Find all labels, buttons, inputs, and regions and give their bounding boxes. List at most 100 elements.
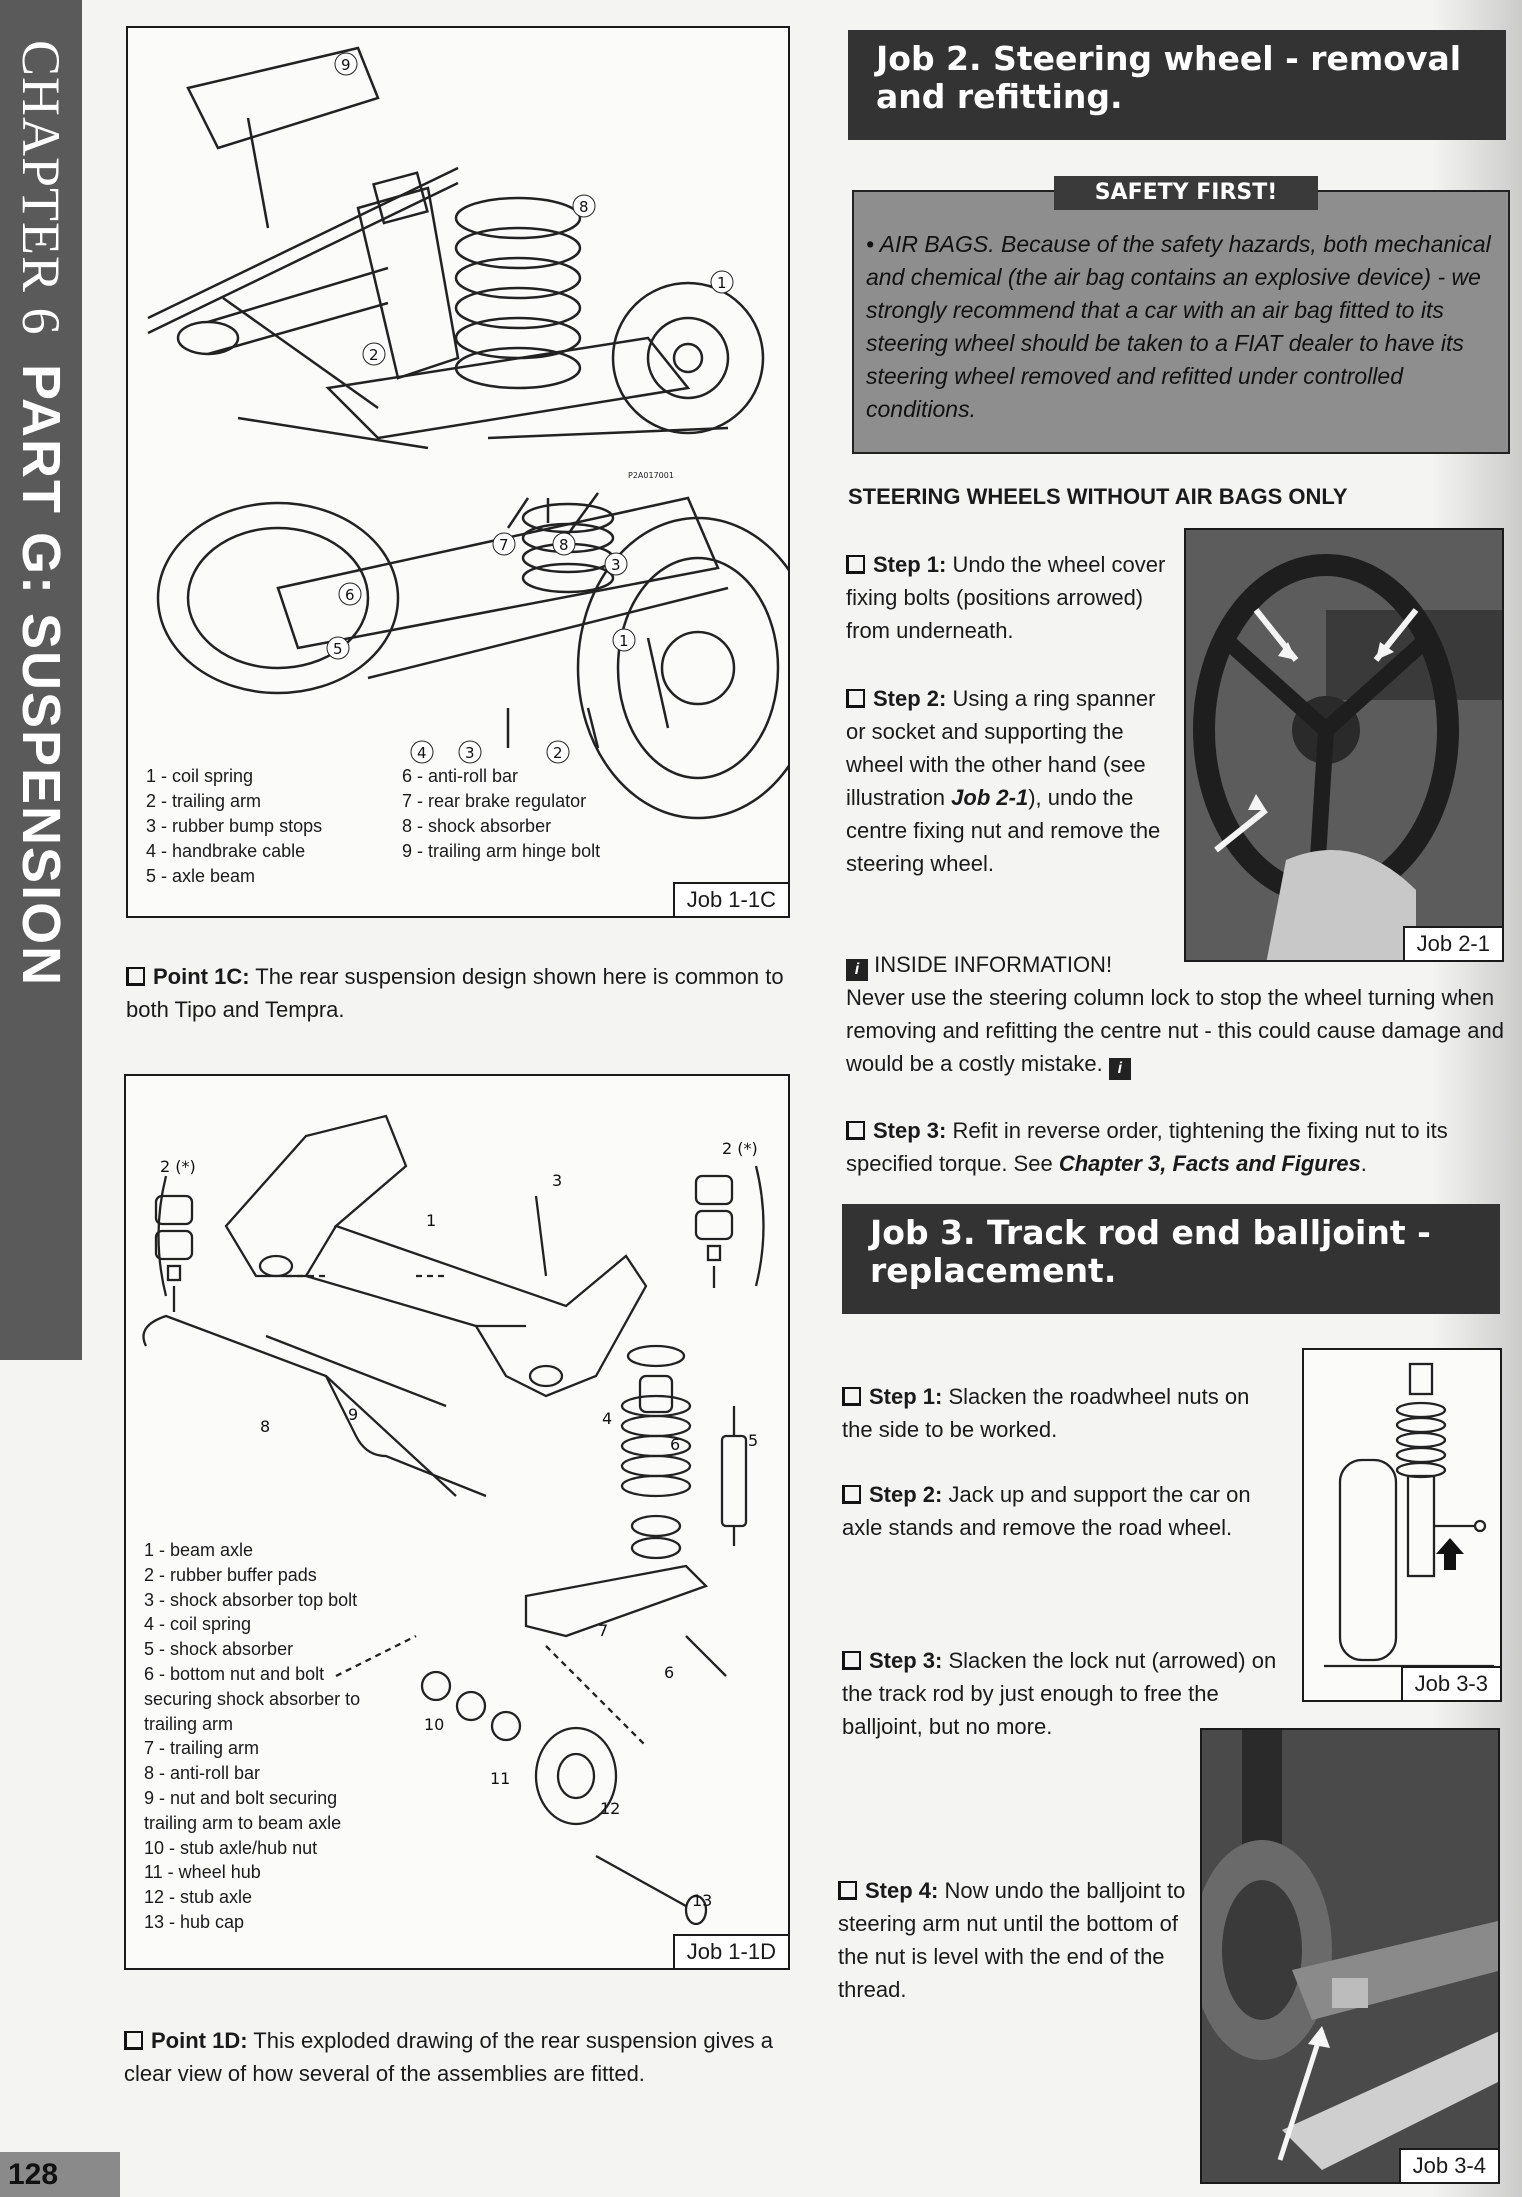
callout-2-left: 2 (*) — [160, 1157, 196, 1176]
step-text: Using a ring spanner or socket and suppo… — [846, 686, 1156, 810]
point-text: The rear suspension design shown here is… — [126, 964, 784, 1022]
legend-item: 2 - rubber buffer pads — [144, 1564, 317, 1585]
callout-3b: 3 — [465, 744, 475, 762]
checkbox-icon — [838, 1881, 857, 1900]
callout-1: 1 — [426, 1211, 436, 1230]
callout-8: 8 — [579, 198, 589, 216]
info-body: Never use the steering column lock to st… — [846, 981, 1506, 1080]
step-label: Step 1: — [873, 552, 947, 577]
point-label: Point 1C: — [153, 964, 250, 989]
legend-item: 7 - trailing arm — [144, 1738, 260, 1759]
callout-9: 9 — [341, 56, 351, 74]
figure-tag: Job 3-3 — [1400, 1666, 1500, 1700]
legend-item: trailing arm — [144, 1713, 234, 1734]
photo-job-2-1: Job 2-1 — [1184, 528, 1504, 962]
checkbox-icon — [842, 1651, 861, 1670]
legend-item: 9 - trailing arm hinge bolt — [402, 841, 601, 861]
job3-step1: Step 1: Slacken the roadwheel nuts on th… — [842, 1380, 1282, 1446]
point-text: This exploded drawing of the rear suspen… — [124, 2028, 774, 2086]
legend-item: 1 - coil spring — [146, 766, 254, 786]
callout-2b: 2 — [553, 744, 563, 762]
callout-11: 11 — [490, 1769, 510, 1788]
balljoint-photo — [1202, 1730, 1498, 2182]
legend-item: 1 - beam axle — [144, 1540, 254, 1560]
exploded-rear-suspension-drawing: 2 (*) 2 (*) 3 1 8 9 4 6 5 7 6 10 11 12 1… — [142, 1114, 765, 1968]
job2-step1: Step 1: Undo the wheel cover fixing bolt… — [846, 548, 1176, 647]
legend-item: securing shock absorber to — [144, 1688, 361, 1709]
job-3-header: Job 3. Track rod end balljoint - replace… — [842, 1204, 1500, 1314]
legend-item: 10 - stub axle/hub nut — [144, 1837, 318, 1858]
chapter-label: CHAPTER 6 — [11, 40, 71, 336]
legend-item: 6 - anti-roll bar — [402, 766, 519, 786]
legend-item: 8 - anti-roll bar — [144, 1763, 261, 1784]
callout-2: 2 — [369, 346, 379, 364]
legend-item: 4 - handbrake cable — [146, 841, 306, 861]
photo-job-3-4: Job 3-4 — [1200, 1728, 1500, 2184]
point-1c: Point 1C: The rear suspension design sho… — [126, 960, 790, 1026]
figure-tag: Job 1-1D — [672, 1934, 788, 1968]
info-heading: i INSIDE INFORMATION! — [846, 948, 1506, 981]
step-text: . — [1360, 1151, 1367, 1176]
callout-1: 1 — [717, 274, 727, 292]
safety-text: • AIR BAGS. Because of the safety hazard… — [866, 231, 1491, 422]
callout-8b: 8 — [559, 536, 569, 554]
legend-item: 5 - axle beam — [146, 866, 256, 886]
figure-tag: Job 2-1 — [1402, 926, 1502, 960]
info-text: Never use the steering column lock to st… — [846, 985, 1504, 1076]
legend-item: 12 - stub axle — [144, 1887, 253, 1908]
figure-job-3-3: Job 3-3 — [1302, 1348, 1502, 1702]
callout-2-right: 2 (*) — [722, 1139, 758, 1158]
info-icon: i — [1108, 1058, 1131, 1080]
callout-6b: 6 — [664, 1663, 674, 1682]
job-2-header: Job 2. Steering wheel - removal and refi… — [848, 30, 1506, 140]
callout-7: 7 — [499, 536, 509, 554]
part-label: PART G: SUSPENSION — [11, 363, 71, 987]
legend-item: 2 - trailing arm — [146, 791, 262, 811]
callout-4: 4 — [602, 1409, 612, 1428]
steering-wheel-photo — [1186, 530, 1502, 960]
legend-right: 6 - anti-roll bar 7 - rear brake regulat… — [402, 764, 600, 864]
inside-information: i INSIDE INFORMATION! Never use the stee… — [846, 948, 1506, 1080]
callout-5: 5 — [333, 640, 343, 658]
legend-1d: 1 - beam axle 2 - rubber buffer pads 3 -… — [144, 1538, 360, 1935]
callout-12: 12 — [600, 1799, 620, 1818]
legend-item: 4 - coil spring — [144, 1614, 252, 1635]
step-text: Refit in reverse order, tightening the f… — [846, 1118, 1448, 1176]
callout-13: 13 — [692, 1891, 712, 1910]
legend-item: 3 - rubber bump stops — [146, 816, 323, 836]
checkbox-icon — [846, 555, 865, 574]
step-text: Now undo the balljoint to steering arm n… — [838, 1878, 1186, 2002]
rear-suspension-illustration: P2A017001 9 8 1 2 7 8 3 6 5 1 4 3 2 — [147, 46, 788, 820]
job2-step3: Step 3: Refit in reverse order, tighteni… — [846, 1114, 1506, 1180]
callout-6: 6 — [345, 586, 355, 604]
callout-8: 8 — [260, 1417, 270, 1436]
callout-7: 7 — [598, 1621, 608, 1640]
legend-item: 8 - shock absorber — [402, 816, 552, 836]
callout-3: 3 — [552, 1171, 562, 1190]
step-text: Undo the wheel cover fixing bolts (posit… — [846, 552, 1166, 643]
job3-step2: Step 2: Jack up and support the car on a… — [842, 1478, 1282, 1544]
callout-1b: 1 — [619, 632, 629, 650]
figure-job-1-1d: 2 (*) 2 (*) 3 1 8 9 4 6 5 7 6 10 11 12 1… — [124, 1074, 790, 1970]
side-tab-text: CHAPTER 6 PART G: SUSPENSION — [11, 40, 71, 987]
callout-3: 3 — [611, 556, 621, 574]
checkbox-icon — [846, 1121, 865, 1140]
step-label: Step 3: — [873, 1118, 947, 1143]
chapter-side-tab: CHAPTER 6 PART G: SUSPENSION — [0, 0, 82, 1360]
section-subhead: STEERING WHEELS WITHOUT AIR BAGS ONLY — [848, 484, 1348, 509]
legend-item: 11 - wheel hub — [144, 1862, 261, 1883]
info-title: INSIDE INFORMATION! — [874, 952, 1113, 977]
legend-item: 6 - bottom nut and bolt — [144, 1663, 325, 1684]
callout-4: 4 — [417, 744, 427, 762]
step-text: Slacken the lock nut (arrowed) on the tr… — [842, 1648, 1277, 1739]
step-label: Step 3: — [869, 1648, 943, 1673]
figure-tag: Job 1-1C — [672, 882, 788, 916]
page-number: 128 — [0, 2152, 120, 2197]
step-label: Step 2: — [873, 686, 947, 711]
callout-5: 5 — [748, 1431, 758, 1450]
step-label: Step 1: — [869, 1384, 943, 1409]
legend-item: 7 - rear brake regulator — [402, 791, 587, 811]
callout-6: 6 — [670, 1435, 680, 1454]
legend-item: 13 - hub cap — [144, 1911, 245, 1932]
figure-tag: Job 3-4 — [1398, 2148, 1498, 2182]
